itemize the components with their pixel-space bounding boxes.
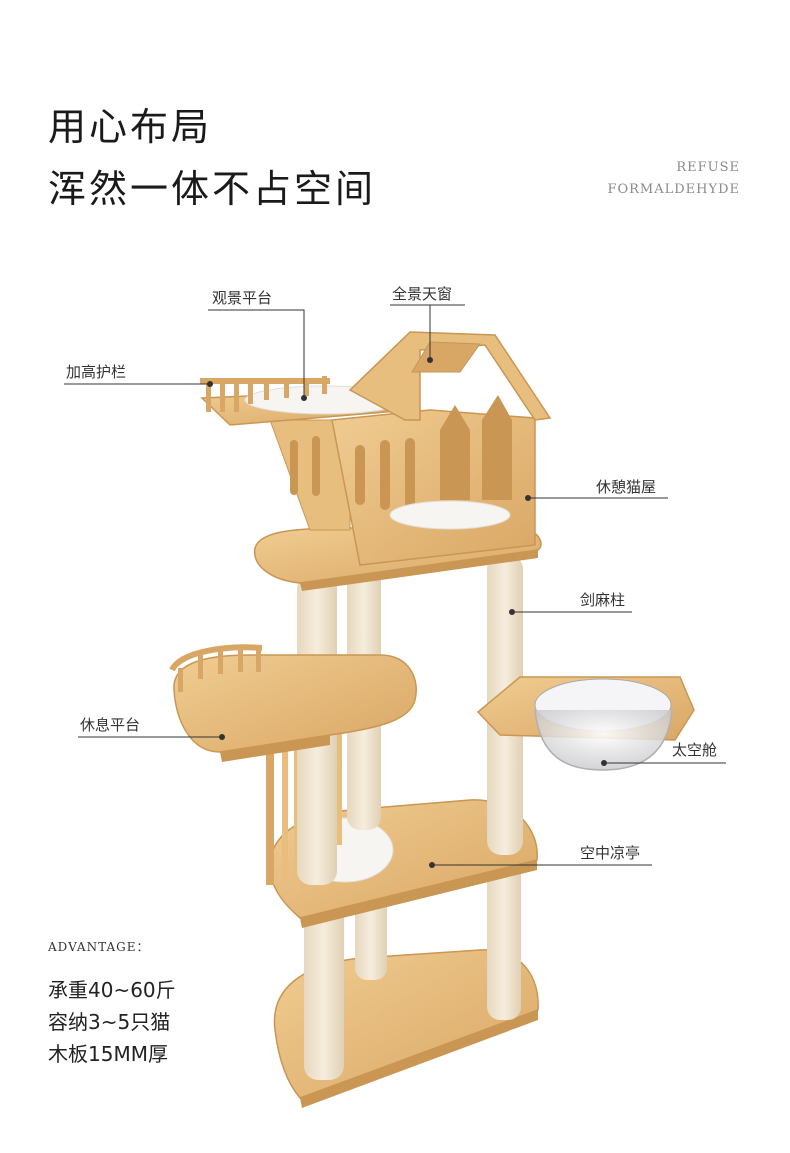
advantage-cat-capacity: 容纳3~5只猫: [48, 1010, 171, 1034]
tagline-line-2: FORMALDEHYDE: [607, 182, 740, 197]
callout-sky-pavilion: 空中凉亭: [580, 844, 641, 862]
callout-dots: [207, 357, 607, 868]
cat-house: [290, 331, 552, 566]
headline-line-1: 用心布局: [48, 105, 213, 149]
skylight: [411, 341, 481, 373]
headline-line-2: 浑然一体不占空间: [48, 167, 377, 211]
callout-rest-platform: 休息平台: [80, 716, 141, 734]
advantage-load-capacity: 承重40~60斤: [48, 978, 176, 1002]
callout-lines: [64, 304, 726, 866]
sisal-post: [487, 860, 521, 1020]
callout-viewing-platform: 观景平台: [212, 289, 273, 307]
house-cushion: [389, 500, 511, 530]
callout-space-capsule: 太空舱: [672, 741, 718, 759]
callout-sisal-post: 剑麻柱: [580, 591, 626, 609]
tagline-line-1: REFUSE: [676, 160, 740, 175]
space-capsule: [476, 676, 695, 771]
advantage-board-thickness: 木板15MM厚: [48, 1042, 168, 1066]
rest-platform: [169, 644, 417, 762]
advantage-heading: ADVANTAGE：: [48, 940, 150, 954]
callout-raised-guardrail: 加高护栏: [66, 363, 127, 381]
sisal-post: [304, 880, 344, 1080]
guardrail: [200, 378, 330, 384]
callout-panoramic-skylight: 全景天窗: [392, 285, 453, 303]
callout-rest-cat-house: 休憩猫屋: [596, 478, 657, 496]
